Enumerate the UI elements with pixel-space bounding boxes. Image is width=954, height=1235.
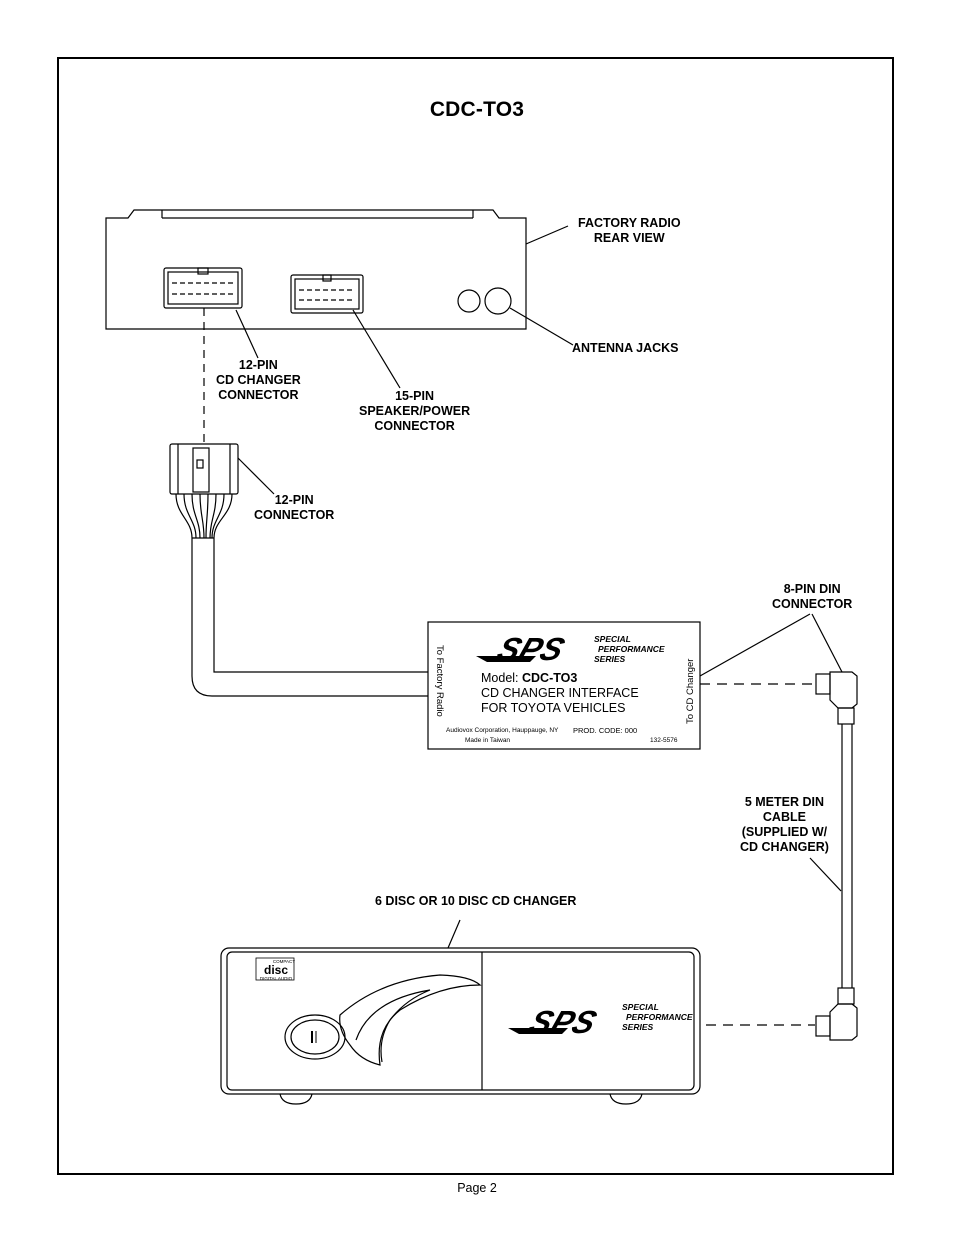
interface-line1: CD CHANGER INTERFACE — [481, 686, 639, 700]
interface-company: Audiovox Corporation, Hauppauge, NY — [446, 727, 559, 734]
cd-changer — [220, 919, 701, 1105]
interface-line2: FOR TOYOTA VEHICLES — [481, 701, 626, 715]
changer-brand: SPECIAL PERFORMANCE SERIES — [622, 1002, 693, 1032]
harness-12pin-connector — [169, 443, 275, 539]
interface-right-side: To CD Changer — [685, 658, 696, 724]
label-cd-changer: 6 DISC OR 10 DISC CD CHANGER — [375, 894, 577, 908]
radio-15pin-connector — [290, 274, 401, 389]
svg-text:SPS: SPS — [524, 1005, 601, 1041]
interface-part-number: 132-5576 — [650, 737, 678, 744]
label-antenna-jacks: ANTENNA JACKS — [572, 341, 679, 355]
factory-radio — [105, 209, 569, 330]
din-plug-bottom — [815, 987, 858, 1041]
interface-model: Model: CDC-TO3 — [481, 671, 578, 685]
sps-logo-changer: SPS — [508, 1005, 601, 1041]
interface-brand: SPECIAL PERFORMANCE SERIES — [594, 634, 665, 664]
interface-prod-code: PROD. CODE: 000 — [573, 726, 638, 735]
page-number: Page 2 — [457, 1181, 497, 1195]
sps-logo-interface: SPS — [476, 632, 569, 668]
interface-made-in: Made in Taiwan — [465, 737, 511, 744]
compact-disc-logo: COMPACT disc DIGITAL AUDIO — [259, 959, 295, 981]
svg-text:SPS: SPS — [492, 632, 569, 668]
harness-cable — [191, 538, 428, 697]
din-plug-top — [815, 671, 858, 725]
radio-12pin-connector — [163, 267, 259, 359]
interface-left-side: To Factory Radio — [434, 645, 445, 717]
interface-box — [427, 621, 701, 750]
page-title: CDC-TO3 — [429, 98, 525, 121]
page-border — [57, 57, 894, 1175]
antenna-jacks — [457, 287, 574, 346]
